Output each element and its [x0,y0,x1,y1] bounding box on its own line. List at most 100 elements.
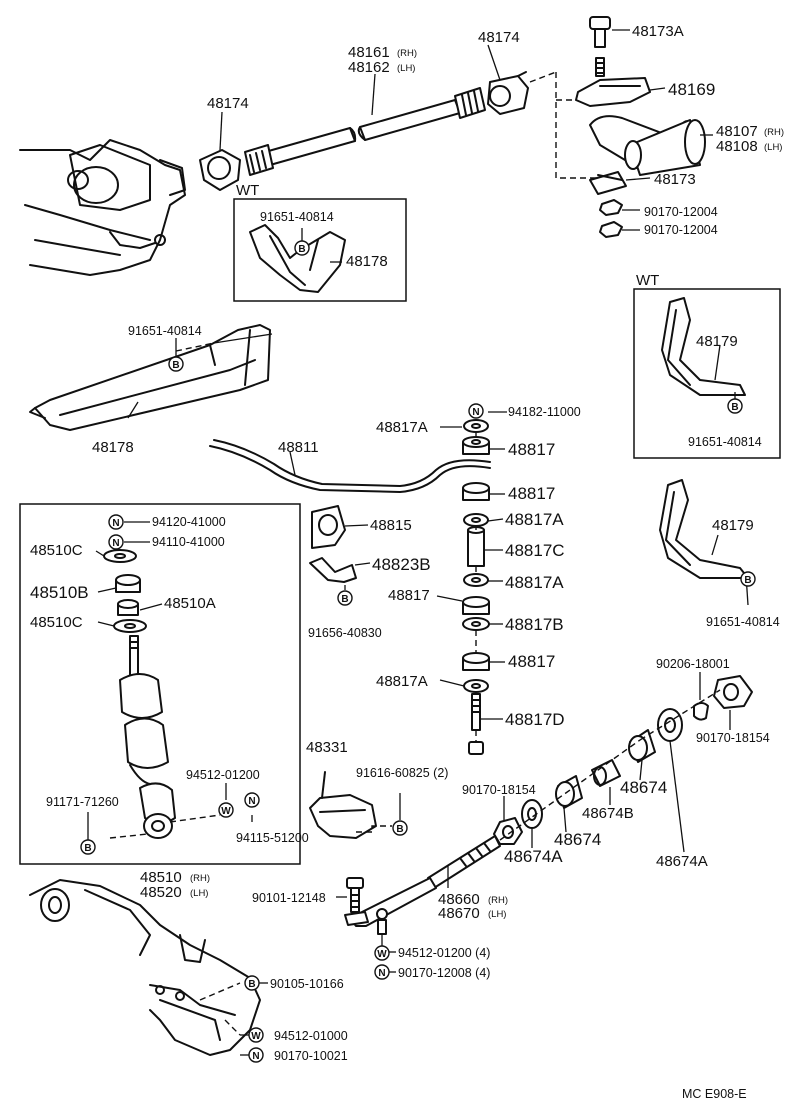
label-48674A-left: 48674A [504,847,563,866]
label-48331: 48331 [306,739,348,756]
label-94512-01200-b: 94512-01200 (4) [398,946,490,960]
label-48510A: 48510A [164,595,216,612]
strut-rod-48660 [344,689,721,935]
symbol-nut-90170-12008: N [374,964,390,980]
svg-text:B: B [84,843,91,854]
label-90105-10166: 90105-10166 [270,977,344,991]
label-94120-41000: 94120-41000 [152,515,226,529]
symbol-washer-94512-b: W [374,945,390,961]
frame-bracket-upper [19,139,186,276]
bracket-48179 [659,479,749,579]
svg-text:N: N [472,407,479,418]
label-48811: 48811 [278,439,319,456]
label-48107-rh: (RH) [764,127,784,138]
label-48674-left: 48674 [554,830,601,849]
bracket-48331 [309,771,392,839]
symbol-nut-94120: N [108,514,124,530]
label-90170-12004-a: 90170-12004 [644,205,718,219]
label-48179-b: 48179 [712,517,754,534]
retainer-48817A-1 [463,419,489,433]
svg-text:N: N [112,538,119,549]
label-48178-wt: 48178 [346,253,388,270]
washer-48510C-2 [113,619,147,633]
bushing-48815 [311,505,346,549]
label-48674B: 48674B [582,805,634,822]
label-48174-left: 48174 [207,95,249,112]
bracket-48178 [29,324,273,431]
label-90170-18154-right: 90170-18154 [696,731,770,745]
bracket-48178-wt [249,224,346,293]
nut-90170-18154 [493,817,523,845]
stabilizer-bar-48811 [209,439,491,493]
label-94182-11000: 94182-11000 [508,405,581,419]
symbol-bolt-90105: B [244,975,260,991]
svg-text:N: N [378,968,385,979]
label-48178: 48178 [92,439,134,456]
bracket-48179-wt [661,297,746,396]
arm-48169 [575,77,651,107]
label-48823B: 48823B [372,555,431,574]
symbol-nut-90170-10021: N [248,1047,264,1063]
label-48174-top: 48174 [478,29,520,46]
torsion-bar [244,87,486,176]
symbol-nut-94182: N [468,403,484,419]
label-91651-40814-a: 91651-40814 [260,210,334,224]
symbol-nut-94110: N [108,534,124,550]
frame-bracket-lower [29,879,261,1056]
label-48815: 48815 [370,517,412,534]
symbol-bolt-91651-a: B [294,240,310,256]
spacer-48817C [467,529,485,567]
label-48510: 48510 [140,869,182,886]
label-91651-40814-d: 91651-40814 [706,615,780,629]
symbol-washer-94512-01000: W [248,1027,264,1043]
label-48817A-2: 48817A [505,510,564,529]
symbol-bolt-91616: B [392,820,408,836]
block-48173 [589,171,627,195]
label-48817A-4: 48817A [376,673,428,690]
label-94110-41000: 94110-41000 [152,535,225,549]
svg-text:B: B [172,360,179,371]
svg-text:W: W [377,949,387,960]
retainer-48817A-3 [463,573,489,587]
washer-48674A-left [521,799,543,829]
label-48108: 48108 [716,138,758,155]
shock-absorber-48510 [103,549,221,839]
shock-absorber-box [19,503,301,865]
label-48817-1: 48817 [508,440,555,459]
label-48670: 48670 [438,905,480,922]
label-48162-lh: (LH) [397,63,415,74]
label-48169: 48169 [668,80,715,99]
label-91616-60825: 91616-60825 (2) [356,766,448,780]
washer-48674A-right [657,708,683,742]
label-48817-2: 48817 [508,484,555,503]
symbol-washer-94512-a: W [218,802,234,818]
nut-90170-12004-a [599,199,623,216]
link-column [462,419,490,755]
anchor-arm-48174-left [199,149,241,191]
svg-text:B: B [731,402,738,413]
label-48670-lh: (LH) [488,909,506,920]
symbol-bolt-91651-d: B [740,571,756,587]
label-wt-2: WT [636,272,659,289]
label-91651-40814-b: 91651-40814 [128,324,202,338]
label-48817B: 48817B [505,615,564,634]
label-48108-lh: (LH) [764,142,782,153]
label-48107: 48107 [716,123,758,140]
nut-90170-18154-right [713,675,753,709]
label-48510C-1: 48510C [30,542,83,559]
label-94512-01200-a: 94512-01200 [186,768,260,782]
label-90206-18001: 90206-18001 [656,657,730,671]
label-48817A-1: 48817A [376,419,428,436]
label-48660: 48660 [438,891,480,908]
washer-48817B [462,617,490,631]
bushing-48674-right [628,729,656,763]
label-91656-40830: 91656-40830 [308,626,382,640]
wt-box-2 [633,288,781,459]
label-48162: 48162 [348,59,390,76]
label-94115-51200: 94115-51200 [236,831,309,845]
label-48817-4: 48817 [508,652,555,671]
label-48161-rh: (RH) [397,48,417,59]
symbol-nut-94115: N [244,792,260,808]
footer-code: MC E908-E [682,1087,747,1101]
